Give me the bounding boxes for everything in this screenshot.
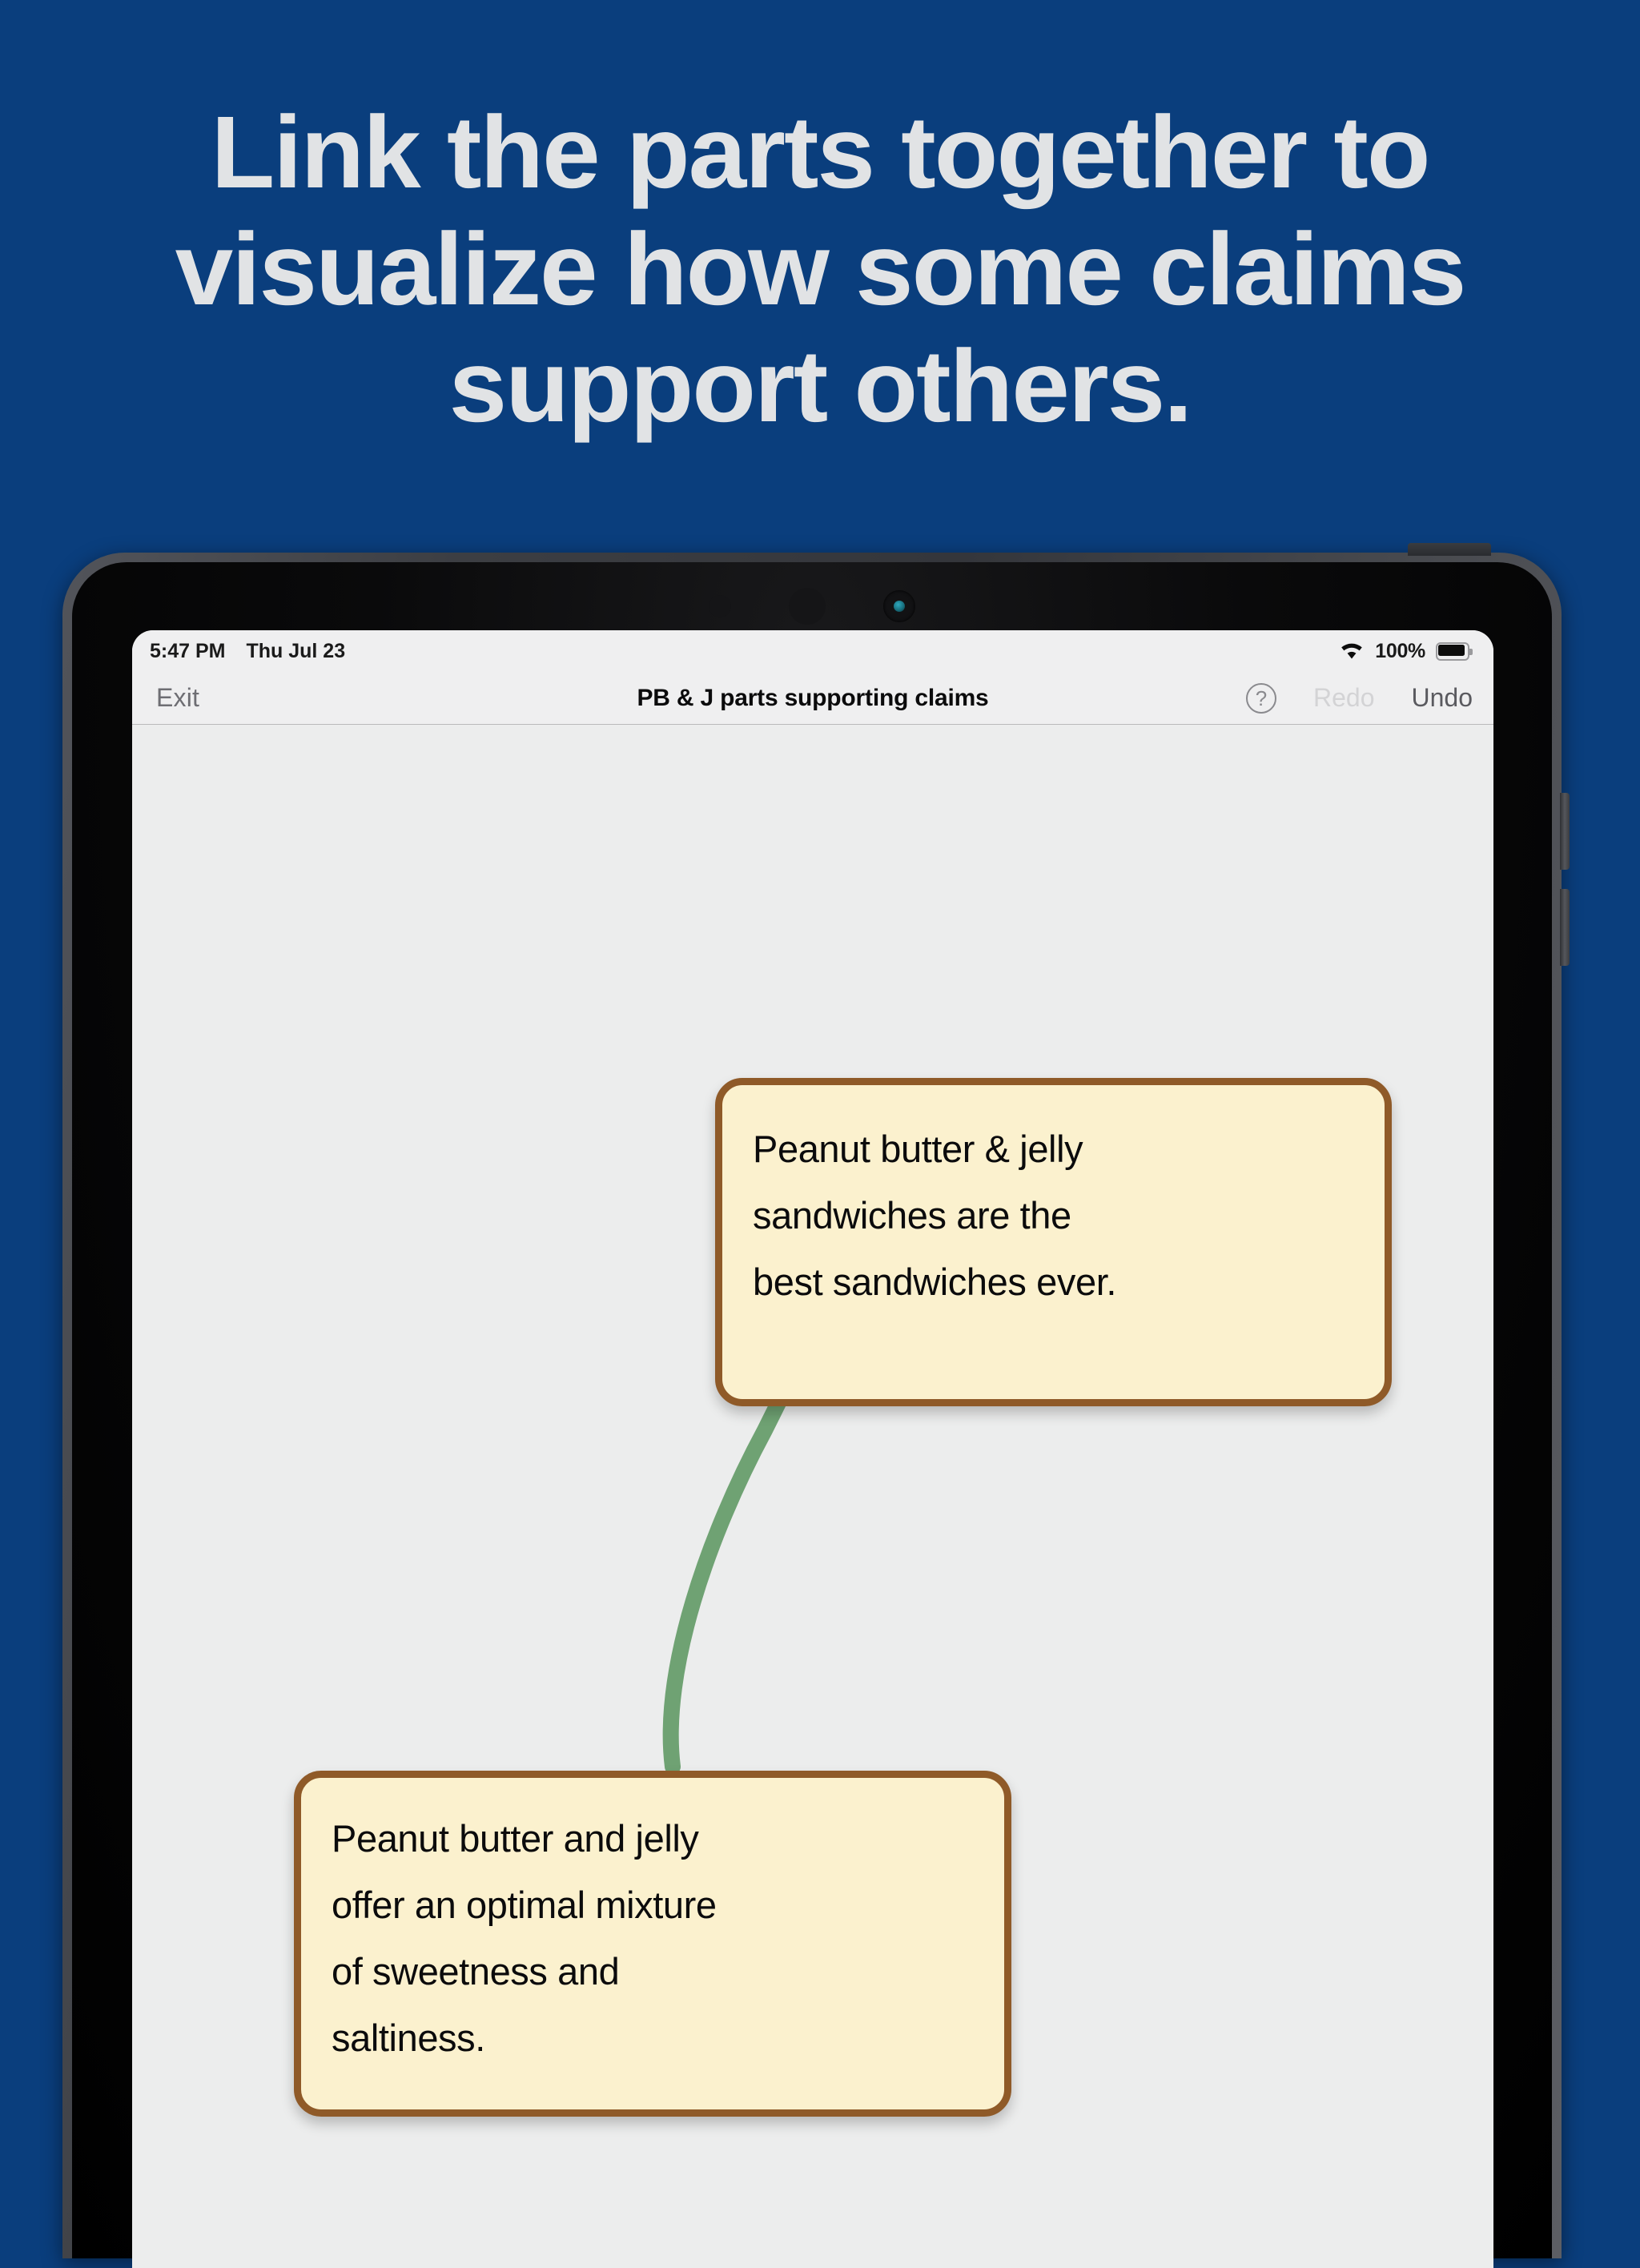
redo-button: Redo — [1313, 683, 1375, 712]
undo-button[interactable]: Undo — [1411, 683, 1473, 712]
volume-up-button[interactable] — [1560, 793, 1570, 870]
toolbar-actions: ? Redo Undo — [1246, 682, 1473, 714]
map-canvas[interactable]: Peanut butter & jelly sandwiches are the… — [132, 726, 1493, 2268]
app-toolbar: Exit PB & J parts supporting claims ? Re… — [132, 672, 1493, 725]
tablet-bezel: 5:47 PM Thu Jul 23 100% — [72, 562, 1552, 2268]
exit-button[interactable]: Exit — [156, 683, 200, 712]
tablet-screen: 5:47 PM Thu Jul 23 100% — [132, 630, 1493, 2268]
help-icon[interactable]: ? — [1246, 682, 1276, 714]
status-bar-right: 100% — [1339, 640, 1473, 663]
headline-line-3: support others. — [448, 329, 1193, 444]
battery-percent: 100% — [1375, 639, 1425, 662]
status-bar: 5:47 PM Thu Jul 23 100% — [132, 630, 1493, 672]
status-bar-left: 5:47 PM Thu Jul 23 — [150, 640, 345, 663]
headline-line-1: Link the parts together to — [211, 95, 1430, 210]
ambient-sensor-icon — [709, 595, 731, 617]
volume-down-button[interactable] — [1560, 889, 1570, 966]
battery-body — [1436, 641, 1469, 661]
camera-lens-icon — [894, 601, 905, 612]
tablet-device: 5:47 PM Thu Jul 23 100% — [62, 543, 1570, 2268]
status-time: 5:47 PM — [150, 639, 226, 662]
battery-fill — [1438, 644, 1465, 656]
proximity-sensor-icon — [789, 588, 826, 625]
promo-headline: Link the parts together to visualize how… — [0, 94, 1640, 445]
battery-tip — [1469, 648, 1473, 655]
battery-icon — [1436, 641, 1473, 661]
note-card-support-text: Peanut butter and jelly offer an optimal… — [332, 1817, 717, 2059]
headline-line-2: visualize how some claims — [175, 212, 1467, 327]
note-card-claim-text: Peanut butter & jelly sandwiches are the… — [753, 1128, 1117, 1303]
note-card-support[interactable]: Peanut butter and jelly offer an optimal… — [294, 1771, 1011, 2117]
status-date: Thu Jul 23 — [246, 639, 346, 662]
note-card-claim[interactable]: Peanut butter & jelly sandwiches are the… — [715, 1078, 1392, 1406]
wifi-icon — [1339, 641, 1365, 661]
power-button[interactable] — [1408, 543, 1491, 556]
front-camera-icon — [883, 590, 915, 622]
sensor-row — [72, 588, 1552, 625]
